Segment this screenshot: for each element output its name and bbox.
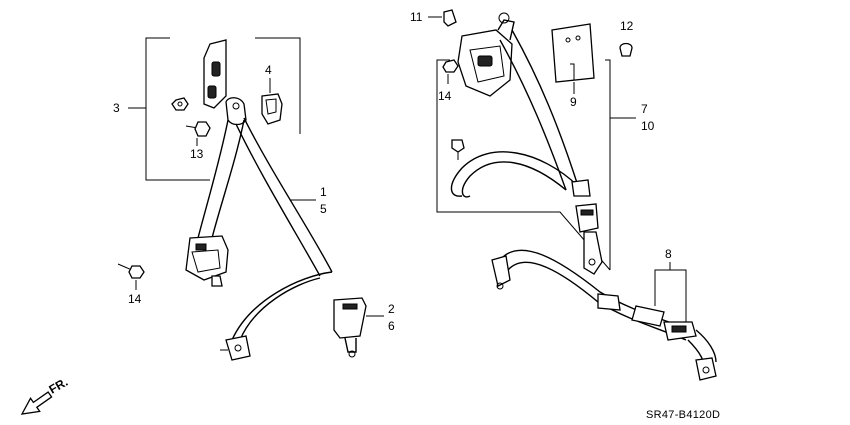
retractor-right xyxy=(457,12,515,97)
buckle-2 xyxy=(333,297,367,358)
cap-11 xyxy=(443,9,457,27)
callout-7: 7 xyxy=(641,102,648,116)
belt-webbing-right xyxy=(499,29,579,191)
belt-webbing-right-loop xyxy=(450,151,579,198)
bolt-14-left xyxy=(117,263,145,279)
diagram-code: SR47-B4120D xyxy=(646,409,720,421)
lap-anchor-left xyxy=(220,335,251,361)
callout-2: 2 xyxy=(388,302,395,316)
callout-10: 10 xyxy=(641,119,655,133)
group-bracket-3 xyxy=(145,37,301,181)
front-direction-label: FR. xyxy=(47,375,71,397)
lap-belt-adjuster xyxy=(597,293,621,311)
upper-anchor-plate xyxy=(203,39,227,109)
guide-clip-4 xyxy=(261,93,283,125)
callout-14-left: 14 xyxy=(128,292,142,306)
cap-12 xyxy=(619,42,633,57)
callout-3: 3 xyxy=(113,101,120,115)
nut-small xyxy=(171,97,189,111)
belt-webbing-right-fold xyxy=(571,179,591,197)
callout-12: 12 xyxy=(620,19,634,33)
callout-11: 11 xyxy=(410,10,423,24)
front-direction-arrow-icon xyxy=(20,391,53,415)
callout-5: 5 xyxy=(320,202,327,216)
retractor-left xyxy=(185,235,229,287)
lap-belt-left xyxy=(231,271,333,341)
trim-plate-9 xyxy=(551,23,595,83)
callout-14-right: 14 xyxy=(438,89,452,103)
group-bracket-7-10-top xyxy=(436,59,450,130)
callout-6: 6 xyxy=(388,319,395,333)
leader-8 xyxy=(654,262,687,322)
latch-plate-8 xyxy=(631,305,697,341)
lap-belt-anchor-left-end xyxy=(491,255,511,290)
bolt-14-right xyxy=(442,59,459,73)
callout-4: 4 xyxy=(265,63,272,77)
buckle-right xyxy=(575,203,603,275)
bolt-middle xyxy=(451,139,465,160)
lap-belt-end-right xyxy=(687,329,717,381)
belt-webbing-left-diag xyxy=(235,117,333,277)
callout-8: 8 xyxy=(665,247,672,261)
belt-webbing-left xyxy=(197,119,245,239)
belt-guide-loop xyxy=(225,97,247,126)
callout-13: 13 xyxy=(190,147,204,161)
callout-1: 1 xyxy=(320,185,327,199)
bolt-13 xyxy=(185,121,211,137)
callout-9: 9 xyxy=(570,95,577,109)
